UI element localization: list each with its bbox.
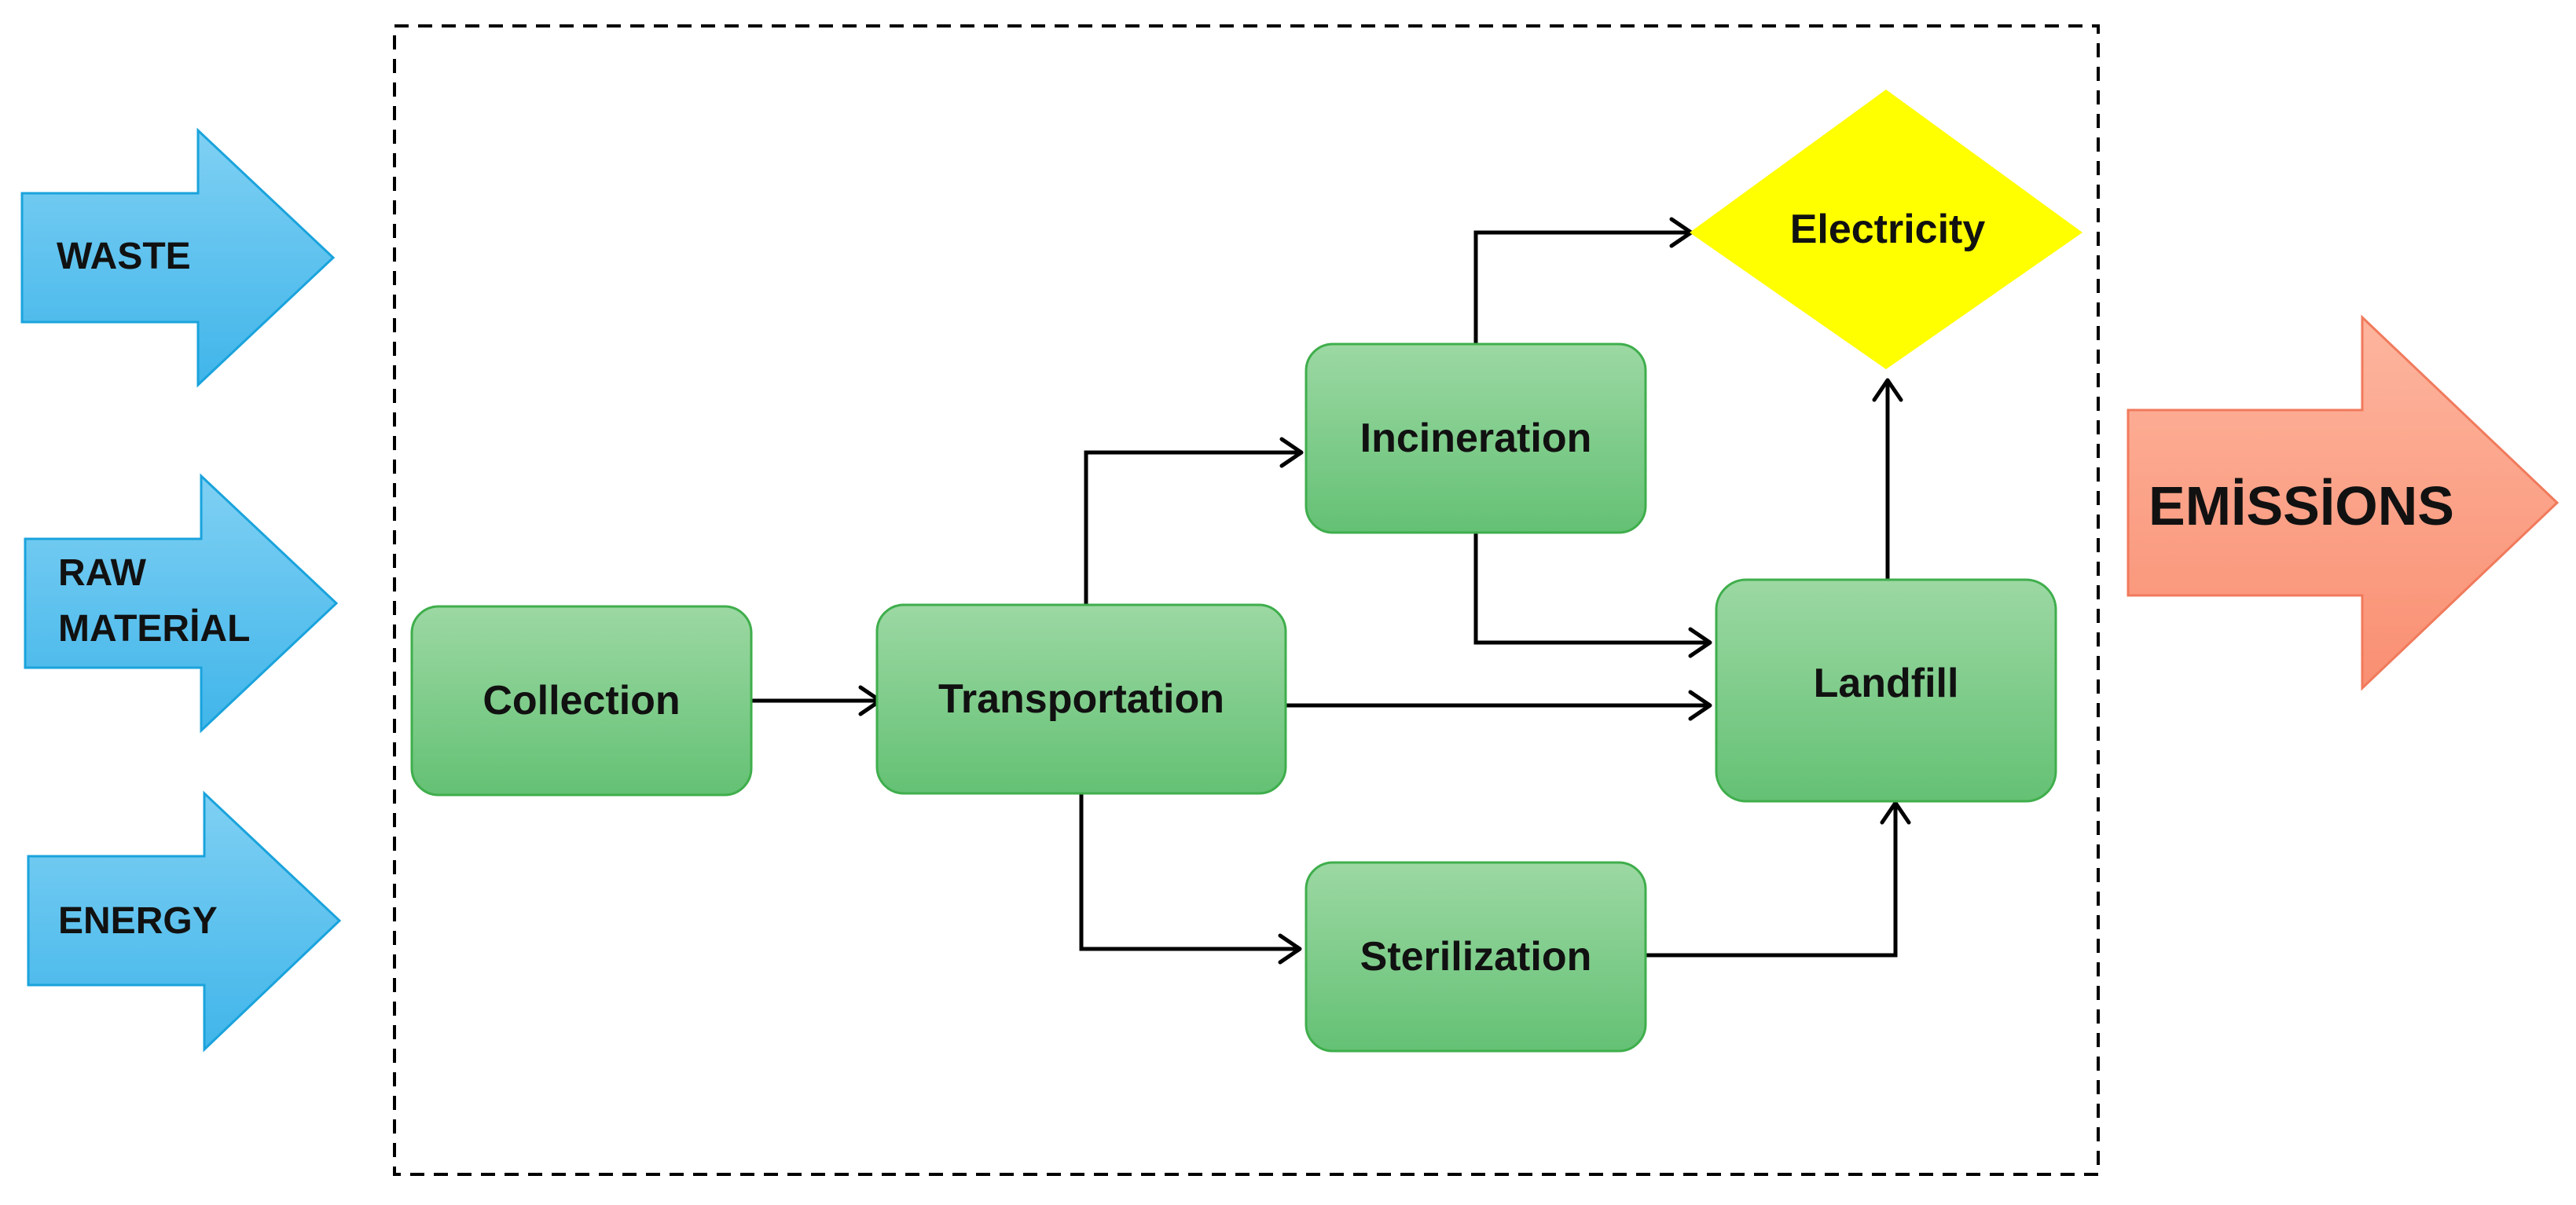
transportation-label: Transportation xyxy=(938,676,1224,722)
arrow-transportation-to-incineration xyxy=(1084,437,1304,605)
raw-material-label-line1: RAW xyxy=(58,552,147,594)
arrow-incineration-to-electricity xyxy=(1473,217,1693,346)
incineration-label: Incineration xyxy=(1360,416,1592,461)
sterilization-label: Sterilization xyxy=(1360,934,1592,980)
arrow-transportation-to-sterilization xyxy=(1079,793,1302,965)
raw-material-input-arrow: RAW MATERİAL xyxy=(24,473,339,734)
waste-label: WASTE xyxy=(57,236,191,277)
collection-box: Collection xyxy=(410,605,753,797)
electricity-label: Electricity xyxy=(1790,207,1986,252)
waste-input-arrow: WASTE xyxy=(20,127,336,388)
transportation-box: Transportation xyxy=(875,603,1287,795)
energy-label: ENERGY xyxy=(58,900,218,942)
arrow-incineration-to-landfill xyxy=(1473,533,1712,658)
emissions-output-arrow: EMİSSİONS xyxy=(2126,314,2559,691)
sterilization-box: Sterilization xyxy=(1305,861,1647,1053)
electricity-node: Electricity xyxy=(1690,90,2082,369)
energy-input-arrow: ENERGY xyxy=(27,790,342,1053)
landfill-label: Landfill xyxy=(1814,661,1959,706)
landfill-box: Landfill xyxy=(1715,578,2057,803)
emissions-label: EMİSSİONS xyxy=(2149,475,2454,537)
incineration-box: Incineration xyxy=(1305,342,1647,534)
arrow-sterilization-to-landfill xyxy=(1646,800,1911,958)
system-boundary xyxy=(393,24,2100,1176)
connectors xyxy=(751,217,1911,965)
raw-material-label-line2: MATERİAL xyxy=(58,608,250,650)
collection-label: Collection xyxy=(483,678,680,723)
